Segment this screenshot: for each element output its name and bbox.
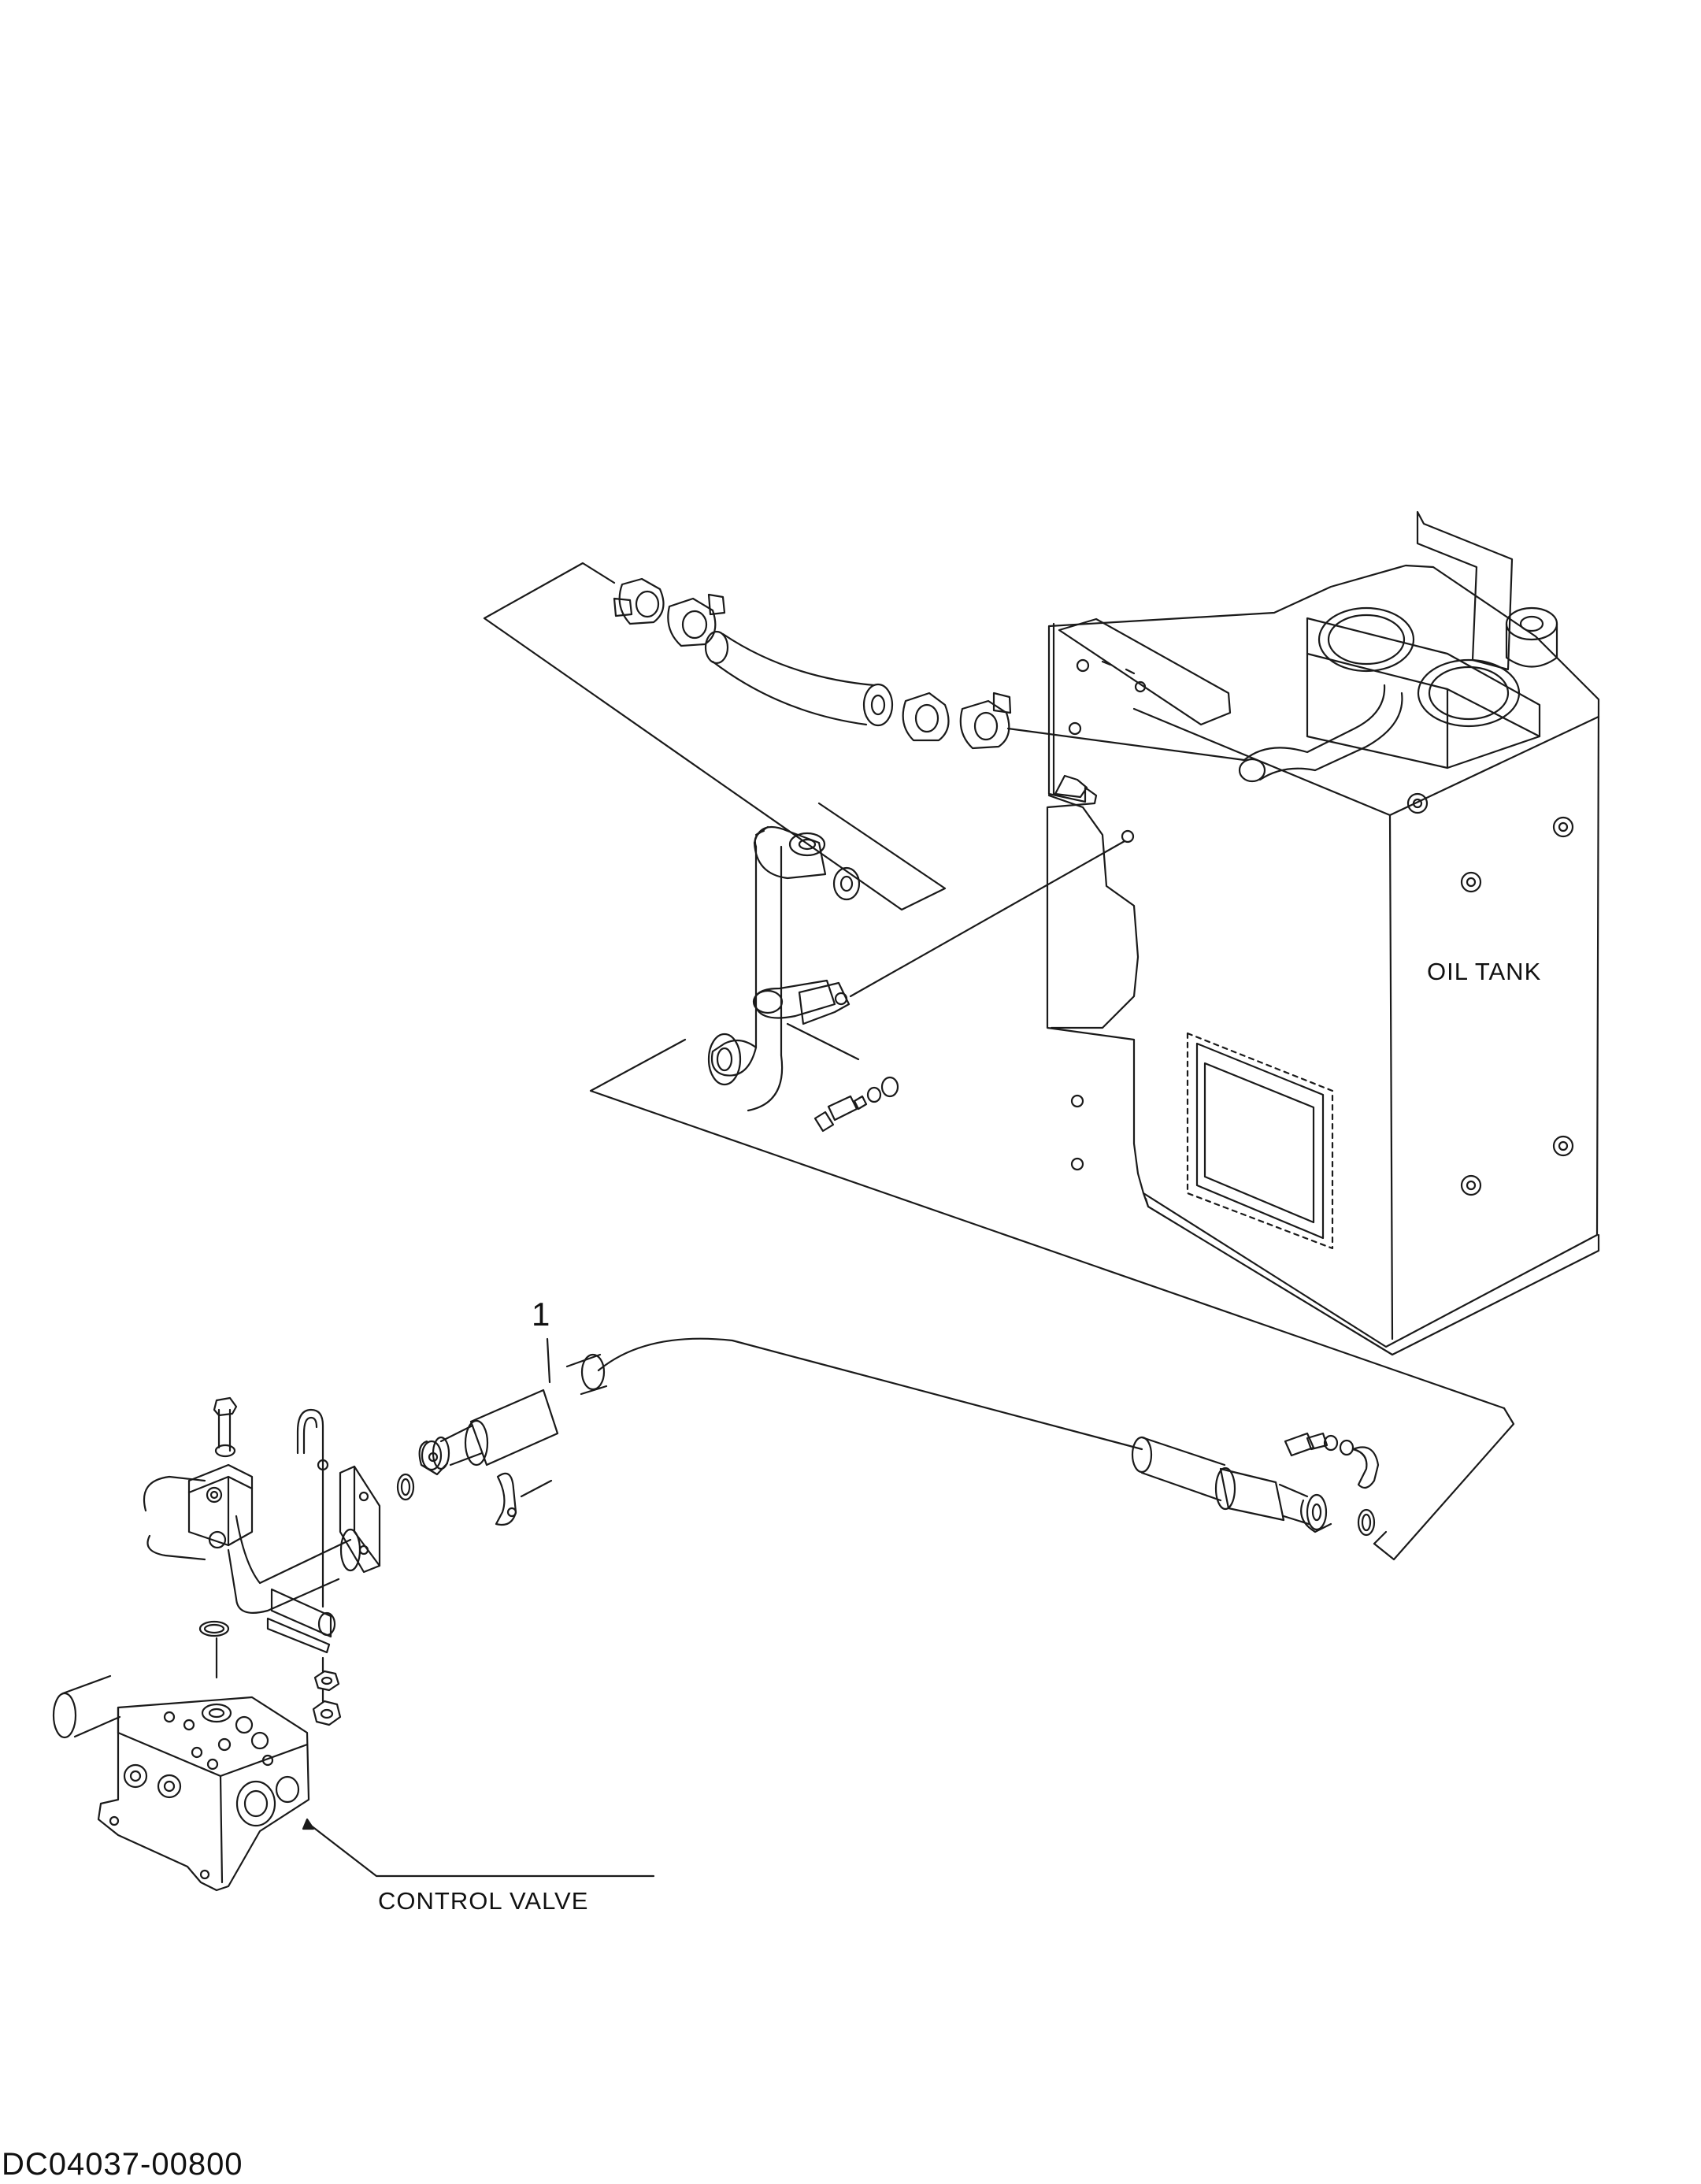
hose-clamp-1 <box>613 577 665 625</box>
oil-tank-side-notch <box>1047 794 1140 1029</box>
o-ring-1 <box>396 1473 415 1501</box>
control-valve-ports <box>163 1703 274 1771</box>
elbow-pipe-group <box>143 1396 381 1726</box>
control-valve-knobs <box>123 1763 300 1827</box>
callout-number-1: 1 <box>532 1296 550 1333</box>
hose-clamp-2 <box>667 593 726 647</box>
control-valve <box>52 1674 655 1892</box>
return-routing-line <box>597 1337 1143 1451</box>
right-boundary <box>1373 1407 1515 1561</box>
lower-connection-line <box>589 1038 1506 1410</box>
suction-pipe-flange <box>707 1033 742 1086</box>
control-valve-label: CONTROL VALVE <box>378 1887 589 1915</box>
control-valve-leader <box>309 1824 655 1878</box>
o-ring-3 <box>198 1620 230 1637</box>
strainer-opening-right <box>1417 658 1521 728</box>
elbow-pipe <box>143 1463 361 1614</box>
suction-pipe <box>707 825 861 1112</box>
inspection-cover <box>1186 1032 1334 1250</box>
suction-hose <box>704 630 894 727</box>
split-flange-1 <box>495 1472 517 1526</box>
upper-group-boundary <box>483 562 947 911</box>
tank-return-pipe-end <box>1238 758 1266 783</box>
u-bolt <box>296 1408 329 1608</box>
oil-tank-base <box>1142 1192 1600 1356</box>
callout-1-leader <box>546 1337 551 1384</box>
tank-bolt-holes <box>1068 658 1574 1196</box>
oil-tank-body <box>1046 564 1600 1348</box>
control-valve-spool <box>61 1674 121 1738</box>
hose-sleeve-left <box>418 1389 559 1476</box>
hose-sleeve-right <box>1131 1436 1332 1533</box>
tank-return-pipe <box>1243 684 1403 781</box>
hose-clamp-4 <box>959 692 1012 750</box>
flange-bolt <box>813 1076 899 1133</box>
drawing-code: DC04037-00800 <box>2 2147 243 2182</box>
oil-tank-top-edges <box>1052 622 1600 817</box>
right-bolt-set <box>1284 1432 1380 1489</box>
oil-tank-front-edge <box>1388 814 1394 1340</box>
oil-tank-label: OIL TANK <box>1427 958 1542 985</box>
bracket-leader <box>849 840 1126 998</box>
oil-tank-top-bracket <box>1058 617 1232 726</box>
breather-cap <box>1505 606 1558 668</box>
nut-2 <box>312 1700 342 1726</box>
o-ring-2 <box>1357 1508 1376 1537</box>
clamp-strip <box>266 1588 336 1654</box>
oil-tank <box>1046 510 1600 1356</box>
upper-leader <box>1006 727 1246 762</box>
oil-tank-upright-plate <box>1416 510 1514 671</box>
pipe-flange <box>339 1465 381 1574</box>
mount-bolt <box>213 1396 238 1458</box>
strainer-housing <box>1306 606 1541 769</box>
strainer-opening-left <box>1317 606 1415 673</box>
upper-hose-group <box>483 562 1506 1410</box>
hose-clamp-3 <box>902 692 950 742</box>
return-pipe-assembly <box>396 1337 1515 1561</box>
nut-1 <box>313 1670 340 1692</box>
